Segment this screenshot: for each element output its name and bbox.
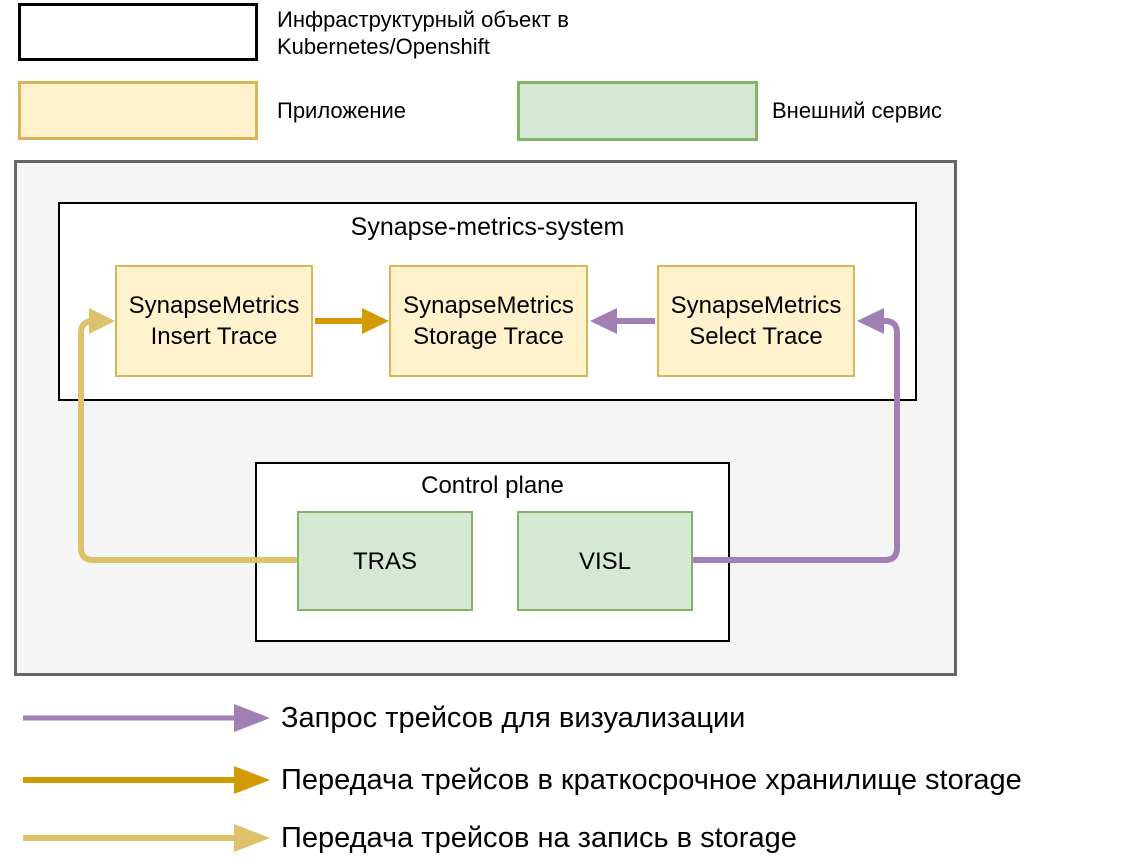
node-synapsemetrics-insert-trace: SynapseMetrics Insert Trace: [115, 265, 313, 377]
legend-swatch-infrastructure: [18, 3, 258, 61]
legend-label-external-service: Внешний сервис: [772, 98, 942, 123]
legend-swatch-application: [18, 81, 258, 140]
node-visl: VISL: [517, 511, 693, 611]
light-yellow-arrow-icon: [23, 824, 270, 852]
arrow-legend-label: Передача трейсов в краткосрочное хранили…: [281, 764, 1022, 796]
orange-arrow-icon: [23, 766, 270, 794]
arrow-head: [234, 824, 270, 852]
node-synapsemetrics-select-trace: SynapseMetrics Select Trace: [657, 265, 855, 377]
legend-label-infrastructure: Инфраструктурный объект в Kubernetes/Ope…: [277, 7, 569, 59]
control-plane-title: Control plane: [421, 472, 564, 499]
purple-arrow-icon: [23, 704, 270, 732]
synapse-metrics-system-title: Synapse-metrics-system: [350, 213, 625, 241]
arrow-head: [234, 766, 270, 794]
arrow-legend-label: Передача трейсов на запись в storage: [281, 822, 797, 854]
legend-label-application: Приложение: [277, 98, 407, 123]
arrow-head: [234, 704, 270, 732]
legend-swatch-external-service: [517, 81, 758, 141]
node-synapsemetrics-storage-trace: SynapseMetrics Storage Trace: [389, 265, 588, 377]
arrow-legend-label: Запрос трейсов для визуализации: [281, 702, 746, 734]
node-tras: TRAS: [297, 511, 473, 611]
